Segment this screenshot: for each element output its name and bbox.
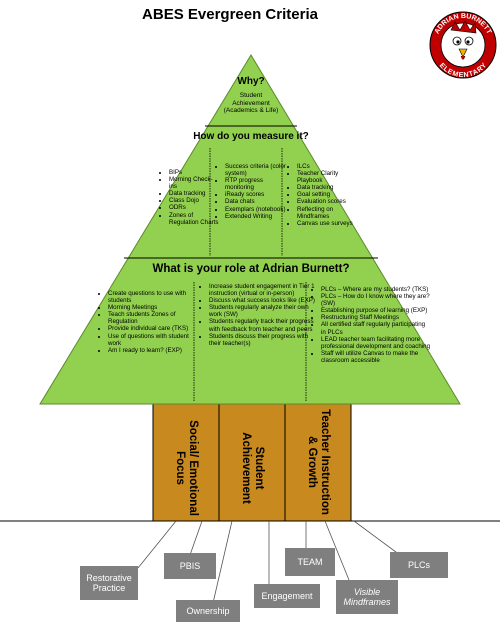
trunk-label-student-achievement: Student Achievement — [240, 432, 265, 504]
list-item: Use of questions with student work — [108, 333, 202, 347]
role-column-3: PLCs – Where are my students? (TKS) PLCs… — [310, 286, 431, 364]
list-item: All certified staff regularly participat… — [321, 321, 431, 335]
trunk-label-social-emotional: Social/ Emotional Focus — [174, 420, 199, 516]
list-item: Morning Check-ins — [169, 176, 219, 190]
why-line: Achievement — [232, 99, 270, 107]
list-item: Evaluation scores — [297, 198, 355, 205]
root-team: TEAM — [285, 548, 335, 576]
list-item: Zones of Regulation Charts — [169, 212, 219, 226]
page-title: ABES Evergreen Criteria — [142, 6, 318, 23]
list-item: Extended Writing — [225, 213, 289, 220]
root-connectors — [137, 520, 401, 604]
list-item: Restructuring Staff Meetings — [321, 314, 431, 321]
list-item: Reflecting on Mindframes — [297, 206, 355, 220]
root-plcs: PLCs — [390, 552, 448, 578]
list-item: Teacher Clarity Playbook — [297, 170, 355, 184]
tree-canopy — [39, 54, 461, 405]
list-item: Staff will utilize Canvas to make the cl… — [321, 350, 431, 364]
list-item: Students regularly analyze their own wor… — [209, 304, 315, 318]
why-line: Student — [239, 92, 263, 99]
list-item: Am I ready to learn? (EXP) — [108, 347, 202, 354]
trunk-label-teacher-growth: Teacher Instruction & Growth — [306, 409, 331, 515]
list-item: iReady scores — [225, 191, 289, 198]
measure-column-3: ILCs Teacher Clarity Playbook Data track… — [286, 163, 355, 227]
measure-column-1: BIPs Morning Check-ins Data tracking Cla… — [158, 169, 219, 226]
list-item: PLCs – Where are my students? (TKS) — [321, 286, 431, 293]
list-item: Success criteria (color system) — [225, 163, 289, 177]
measure-column-2: Success criteria (color system) RTP prog… — [214, 163, 289, 220]
list-item: Data tracking — [297, 184, 355, 191]
root-ownership: Ownership — [176, 600, 240, 622]
list-item: Data tracking — [169, 190, 219, 197]
list-item: Class Dojo — [169, 197, 219, 204]
list-item: Data chats — [225, 198, 289, 205]
list-item: Students discuss their progress with the… — [209, 333, 315, 347]
school-logo: ADRIAN BURNETT ELEMENTARY — [429, 11, 497, 79]
list-item: RTP progress monitoring — [225, 177, 289, 191]
list-item: Goal setting — [297, 191, 355, 198]
why-line: (Academics & Life) — [223, 107, 279, 114]
list-item: Provide individual care (TKS) — [108, 325, 202, 332]
root-visible-mindframes: Visible Mindframes — [336, 580, 398, 614]
list-item: Canvas use surveys — [297, 220, 355, 227]
why-body: Student Achievement (Academics & Life) — [196, 92, 306, 115]
list-item: Exemplars (notebook) — [225, 206, 289, 213]
list-item: Teach students Zones of Regulation — [108, 311, 202, 325]
list-item: Discuss what success looks like (EXP) — [209, 297, 315, 304]
list-item: LEAD teacher team facilitating more prof… — [321, 336, 431, 350]
list-item: Increase student engagement in Tier 1 in… — [209, 283, 315, 297]
role-column-2: Increase student engagement in Tier 1 in… — [198, 283, 315, 347]
list-item: Establishing purpose of learning (EXP) — [321, 307, 431, 314]
why-heading: Why? — [237, 76, 265, 87]
root-pbis: PBIS — [164, 553, 216, 579]
list-item: Create questions to use with students — [108, 290, 202, 304]
list-item: BIPs — [169, 169, 219, 176]
role-heading: What is your role at Adrian Burnett? — [152, 263, 350, 275]
list-item: Morning Meetings — [108, 304, 202, 311]
role-column-1: Create questions to use with students Mo… — [97, 290, 202, 354]
root-engagement: Engagement — [254, 584, 320, 608]
list-item: ODRs — [169, 204, 219, 211]
root-restorative-practice: Restorative Practice — [80, 566, 138, 600]
list-item: Students regularly track their progress … — [209, 318, 315, 332]
measure-heading: How do you measure it? — [193, 131, 309, 142]
list-item: ILCs — [297, 163, 355, 170]
list-item: PLCs – How do I know where they are? (SW… — [321, 293, 431, 307]
trunk — [152, 403, 352, 522]
